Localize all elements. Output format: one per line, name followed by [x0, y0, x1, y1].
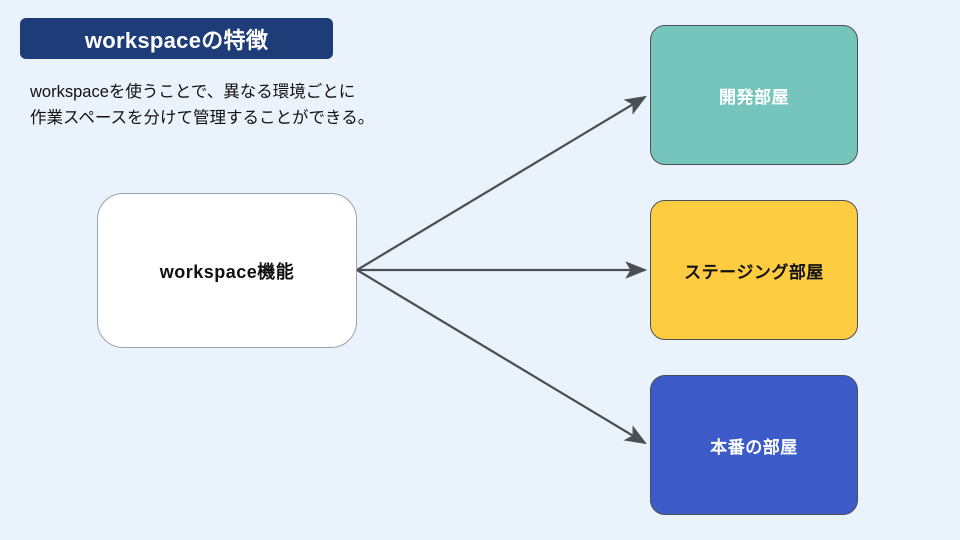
arrow-to-prod [356, 269, 647, 445]
node-dev-room-label: 開発部屋 [719, 87, 789, 107]
node-dev-room[interactable]: 開発部屋 [650, 25, 858, 165]
node-workspace-feature[interactable]: workspace機能 [97, 193, 357, 348]
description-text: workspaceを使うことで、異なる環境ごとに 作業スペースを分けて管理するこ… [30, 79, 430, 131]
description-line-2: 作業スペースを分けて管理することができる。 [30, 109, 375, 127]
node-production-room-label: 本番の部屋 [710, 437, 798, 457]
node-staging-room-label: ステージング部屋 [684, 262, 824, 282]
description-line-1: workspaceを使うことで、異なる環境ごとに [30, 83, 356, 101]
node-workspace-feature-label: workspace機能 [159, 261, 295, 282]
node-staging-room[interactable]: ステージング部屋 [650, 200, 858, 340]
page-title-badge: workspaceの特徴 [20, 18, 333, 59]
node-production-room[interactable]: 本番の部屋 [650, 375, 858, 515]
page-title: workspaceの特徴 [84, 27, 269, 53]
